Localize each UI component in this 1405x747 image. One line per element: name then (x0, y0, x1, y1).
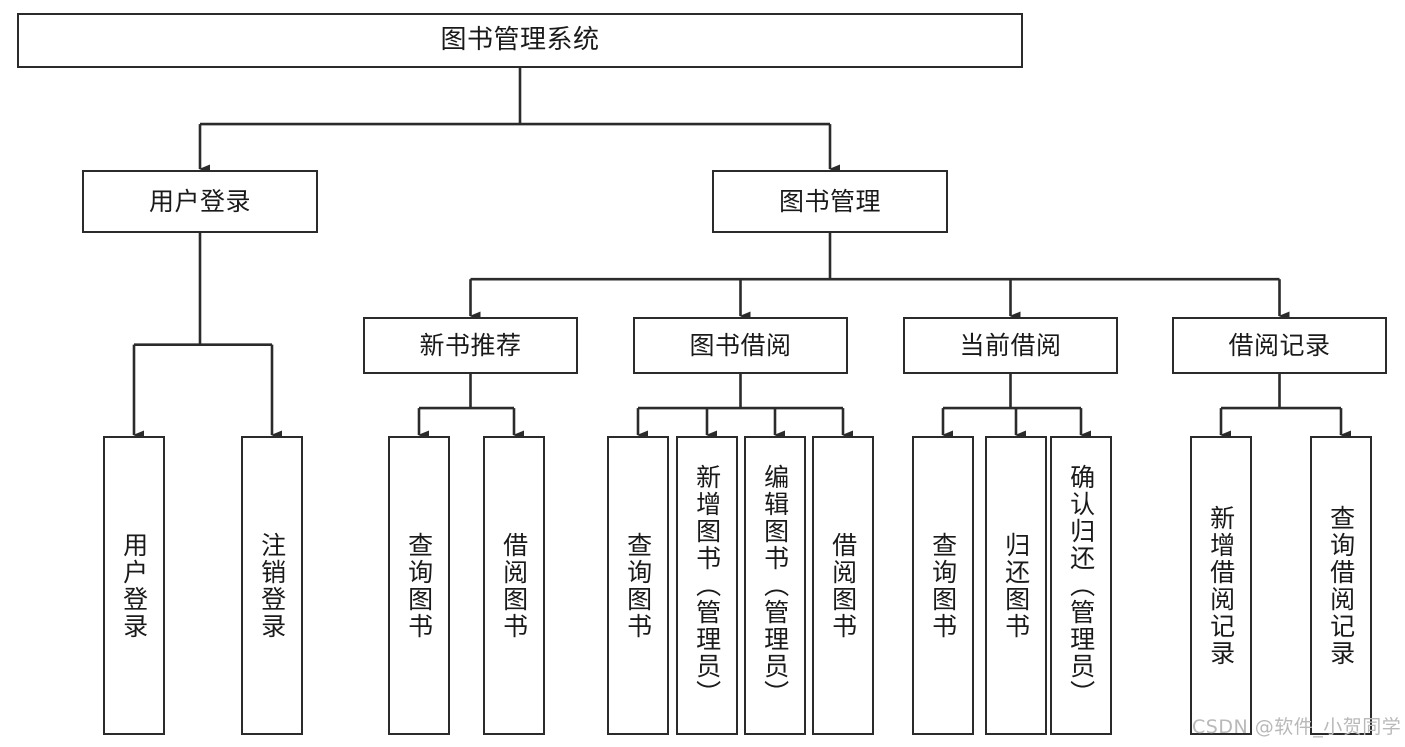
node-current-borrow: 当前借阅 (903, 317, 1118, 374)
node-label: 编辑图书（管理员） (760, 464, 790, 707)
node-label: 用户登录 (119, 531, 149, 640)
node-leaf-query-record: 查询借阅记录 (1310, 436, 1372, 735)
node-label: 查询图书 (623, 531, 653, 640)
node-label: 确认归还（管理员） (1066, 464, 1096, 707)
node-label: 注销登录 (257, 531, 287, 640)
node-leaf-user-login: 用户登录 (103, 436, 165, 735)
node-label: 图书管理系统 (440, 25, 600, 56)
node-leaf-confirm-return: 确认归还（管理员） (1050, 436, 1112, 735)
node-leaf-return-book: 归还图书 (985, 436, 1047, 735)
node-label: 查询图书 (928, 531, 958, 640)
node-leaf-add-record: 新增借阅记录 (1190, 436, 1252, 735)
node-leaf-add-book: 新增图书（管理员） (676, 436, 738, 735)
node-label: 借阅图书 (499, 531, 529, 640)
node-label: 图书管理 (778, 186, 881, 216)
node-label: 借阅图书 (828, 531, 858, 640)
node-label: 归还图书 (1001, 531, 1031, 640)
node-leaf-borrow-book-2: 借阅图书 (812, 436, 874, 735)
node-new-book-recommend: 新书推荐 (363, 317, 578, 374)
node-label: 新增借阅记录 (1206, 504, 1236, 667)
node-leaf-borrow-book-1: 借阅图书 (483, 436, 545, 735)
node-label: 新增图书（管理员） (692, 464, 722, 707)
node-label: 查询借阅记录 (1326, 504, 1356, 667)
node-leaf-query-book-1: 查询图书 (388, 436, 450, 735)
node-label: 用户登录 (148, 186, 251, 216)
node-user-login: 用户登录 (82, 170, 318, 233)
node-label: 图书借阅 (689, 330, 792, 360)
node-leaf-logout: 注销登录 (241, 436, 303, 735)
node-borrow-record: 借阅记录 (1172, 317, 1387, 374)
node-leaf-query-book-2: 查询图书 (607, 436, 669, 735)
node-book-manage: 图书管理 (712, 170, 948, 233)
node-label: 当前借阅 (959, 330, 1062, 360)
node-leaf-edit-book: 编辑图书（管理员） (744, 436, 806, 735)
node-leaf-query-book-3: 查询图书 (912, 436, 974, 735)
node-root: 图书管理系统 (17, 13, 1023, 68)
csdn-watermark: CSDN @软件_小贺同学 (1192, 716, 1402, 738)
node-label: 查询图书 (404, 531, 434, 640)
node-label: 借阅记录 (1228, 330, 1331, 360)
node-label: 新书推荐 (419, 330, 522, 360)
node-book-borrow: 图书借阅 (633, 317, 848, 374)
